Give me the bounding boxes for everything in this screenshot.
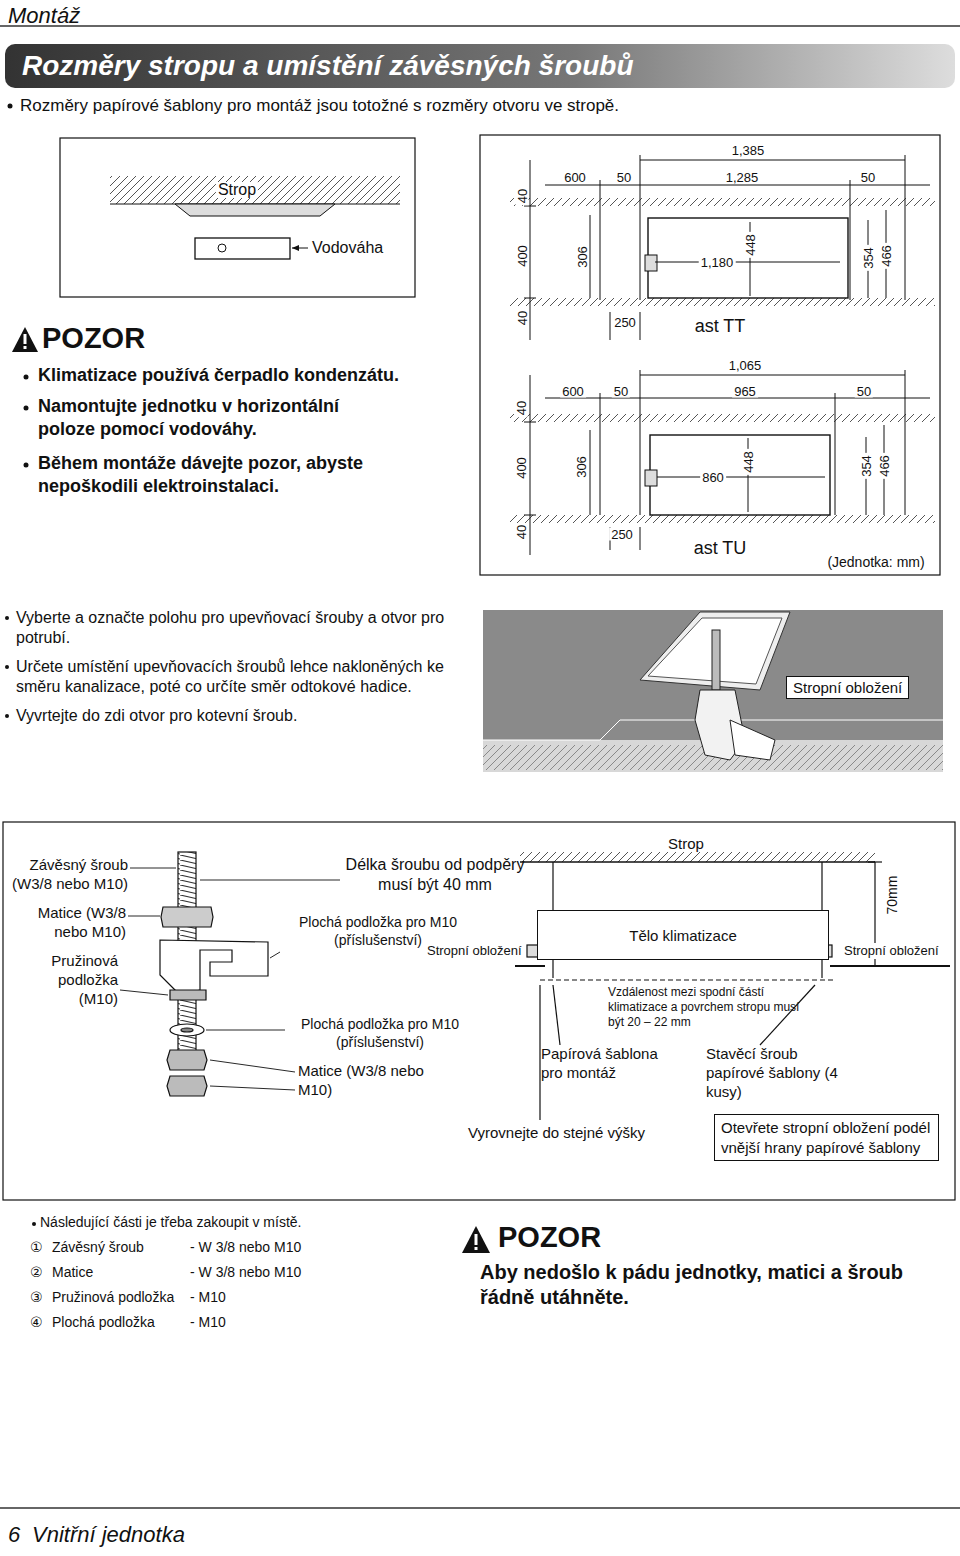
label: 306 [575, 454, 588, 480]
label: 306 [576, 244, 589, 270]
label: Montáž [8, 2, 80, 30]
label: ③ [30, 1289, 43, 1307]
label: 40 [515, 399, 528, 417]
label: Závěsný šroub [52, 1239, 144, 1257]
label: - W 3/8 nebo M10 [190, 1239, 301, 1257]
label: Plochá podložka pro M10 (příslušenství) [280, 1016, 480, 1051]
label: 40 [515, 523, 528, 541]
node-box: Stropní obložení [786, 676, 909, 699]
label: 250 [612, 316, 638, 329]
label: 600 [562, 171, 588, 184]
label: 50 [859, 171, 877, 184]
label: Stropní obložení [842, 943, 941, 959]
label: 448 [744, 232, 757, 258]
label: 6 [8, 1521, 20, 1549]
label: Namontujte jednotku v horizontální poloz… [38, 395, 383, 440]
ceiling-photo [483, 610, 943, 772]
label: Matice [52, 1264, 93, 1282]
label: Pružinová podložka (M10) [20, 952, 118, 1008]
label: 400 [515, 455, 528, 481]
node-text: Otevřete stropní obložení podél vnější h… [721, 1119, 930, 1156]
header-rule [0, 25, 960, 27]
label: - M10 [190, 1289, 226, 1307]
label: 354 [862, 245, 875, 271]
label: Papírová šablona pro montáž [541, 1045, 681, 1083]
label: 1,285 [724, 171, 761, 184]
label: - M10 [190, 1314, 226, 1332]
label: 250 [609, 528, 635, 541]
label: Vzdálenost mezi spodní částí klimatizace… [608, 985, 813, 1030]
label: 965 [732, 385, 758, 398]
label: 1,180 [699, 256, 736, 269]
page-title: Rozměry stropu a umístění závěsných šrou… [22, 48, 634, 83]
label: 1,065 [727, 359, 764, 372]
label: 600 [560, 385, 586, 398]
label: Vyvrtejte do zdi otvor pro kotevní šroub… [16, 706, 456, 726]
label: Vnitřní jednotka [32, 1521, 185, 1549]
label: Délka šroubu od podpěry musí být 40 mm [335, 855, 535, 895]
label: Rozměry papírové šablony pro montáž jsou… [20, 95, 619, 116]
label: 40 [516, 309, 529, 327]
label: 40 [516, 187, 529, 205]
label: Klimatizace používá čerpadlo kondenzátu. [38, 364, 458, 387]
label: 400 [516, 243, 529, 269]
label: Plochá podložka [52, 1314, 155, 1332]
label: 466 [878, 453, 891, 479]
label: Vodováha [312, 238, 383, 258]
label: Matice (W3/8 nebo M10) [298, 1062, 438, 1100]
label: POZOR [42, 320, 145, 356]
label: ① [30, 1239, 43, 1257]
label: Pružinová podložka [52, 1289, 174, 1307]
label: ast TT [693, 317, 748, 335]
label: Strop [666, 836, 706, 851]
label: Následující části je třeba zakoupit v mí… [40, 1214, 301, 1232]
label: 448 [742, 449, 755, 475]
label: ast TU [692, 539, 749, 557]
label: 354 [860, 453, 873, 479]
label: ② [30, 1264, 43, 1282]
label: 860 [700, 471, 726, 484]
spirit-level [195, 238, 290, 259]
label: 70mm [885, 876, 899, 915]
label: POZOR [498, 1219, 601, 1255]
label: 50 [855, 385, 873, 398]
label: Určete umístění upevňovacích šroubů lehc… [16, 657, 476, 697]
node-box: Otevřete stropní obložení podél vnější h… [714, 1114, 939, 1161]
node-text: Tělo klimatizace [629, 927, 737, 944]
label: (Jednotka: mm) [825, 555, 926, 569]
label: Aby nedošlo k pádu jednotky, matici a šr… [480, 1260, 910, 1310]
label: 50 [615, 171, 633, 184]
label: Strop [216, 182, 258, 198]
node-box: Tělo klimatizace [537, 910, 829, 960]
label: - W 3/8 nebo M10 [190, 1264, 301, 1282]
label: Stavěcí šroub papírové šablony (4 kusy) [706, 1045, 846, 1101]
label: Vyrovnejte do stejné výšky [468, 1124, 645, 1143]
label: ④ [30, 1314, 43, 1332]
node-text: Stropní obložení [793, 679, 902, 696]
label: Vyberte a označte polohu pro upevňovací … [16, 608, 456, 648]
label: Během montáže dávejte pozor, abyste nepo… [38, 452, 428, 497]
label: 50 [612, 385, 630, 398]
title-band [5, 44, 955, 88]
label: Závěsný šroub (W3/8 nebo M10) [2, 856, 128, 894]
label: Matice (W3/8 nebo M10) [2, 904, 126, 942]
label: 1,385 [730, 144, 767, 157]
label: Stropní obložení [425, 943, 524, 959]
label: 466 [880, 243, 893, 269]
